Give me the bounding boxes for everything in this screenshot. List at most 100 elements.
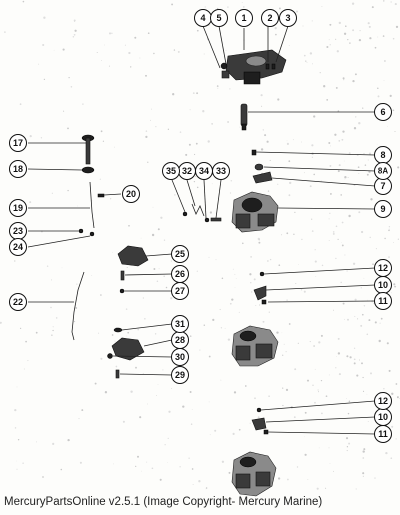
speckle-dot (220, 327, 223, 329)
speckle-dot (337, 238, 339, 240)
speckle-dot (100, 130, 103, 133)
speckle-dot (257, 237, 260, 241)
speckle-dot (152, 206, 154, 208)
carburetor-body-bottom (231, 451, 277, 497)
speckle-dot (328, 142, 331, 144)
speckle-dot (318, 447, 320, 449)
speckle-dot (338, 140, 341, 142)
callout-8-text: 8 (380, 150, 385, 160)
speckle-dot (130, 66, 132, 68)
speckle-dot (303, 172, 305, 174)
speckle-dot (347, 412, 350, 415)
part-11-lower (263, 429, 269, 435)
speckle-dot (343, 32, 347, 35)
speckle-dot (78, 418, 80, 420)
speckle-dot (250, 256, 252, 258)
speckle-dot (323, 85, 326, 88)
speckle-dot (388, 369, 391, 372)
speckle-dot (300, 289, 303, 291)
speckle-dot (374, 477, 376, 479)
speckle-dot (229, 192, 232, 194)
speckle-dot (171, 3, 174, 6)
part-25-cover (117, 245, 149, 267)
speckle-dot (166, 462, 168, 463)
speckle-dot (259, 304, 261, 306)
speckle-dot (134, 36, 137, 39)
speckle-dot (370, 372, 372, 375)
speckle-dot (318, 341, 321, 344)
speckle-dot (363, 448, 366, 451)
speckle-dot (51, 192, 53, 194)
speckle-dot (394, 285, 397, 288)
callout-11-lower: 11 (374, 425, 392, 443)
speckle-dot (352, 262, 356, 265)
speckle-dot (341, 244, 344, 247)
part-31-gasket (113, 327, 123, 333)
speckle-dot (217, 87, 219, 89)
speckle-dot (188, 143, 191, 146)
speckle-dot (164, 444, 166, 446)
callout-9-text: 9 (380, 204, 385, 214)
speckle-dot (196, 92, 199, 95)
speckle-dot (208, 355, 211, 358)
speckle-dot (348, 400, 351, 403)
speckle-dot (151, 233, 155, 237)
speckle-dot (171, 388, 173, 389)
speckle-dot (366, 333, 369, 336)
speckle-dot (126, 267, 128, 268)
part-8a-washer (254, 163, 264, 171)
speckle-dot (128, 224, 130, 227)
speckle-dot (320, 334, 323, 337)
speckle-dot (341, 242, 342, 243)
speckle-dot (111, 32, 113, 34)
part-32-spring (191, 203, 205, 217)
speckle-dot (326, 99, 329, 101)
speckle-dot (23, 368, 25, 370)
speckle-dot (277, 98, 280, 101)
speckle-dot (318, 391, 319, 393)
callout-12-lower: 12 (374, 392, 392, 410)
speckle-dot (35, 441, 37, 443)
speckle-dot (317, 389, 319, 391)
speckle-dot (157, 228, 160, 231)
speckle-dot (156, 280, 159, 283)
speckle-dot (127, 331, 130, 334)
speckle-dot (167, 437, 169, 439)
speckle-dot (301, 238, 303, 241)
speckle-dot (361, 313, 364, 316)
speckle-dot (19, 327, 22, 330)
speckle-dot (67, 127, 69, 130)
speckle-dot (328, 39, 330, 41)
speckle-dot (229, 88, 231, 90)
speckle-dot (393, 242, 394, 244)
speckle-dot (190, 423, 193, 425)
speckle-dot (63, 110, 65, 112)
speckle-dot (329, 192, 332, 195)
speckle-dot (382, 35, 385, 37)
part-24-clip (89, 231, 95, 237)
speckle-dot (73, 19, 76, 22)
speckle-dot (137, 328, 140, 331)
speckle-dot (224, 327, 226, 329)
speckle-dot (366, 173, 369, 176)
speckle-dot (195, 142, 198, 145)
callout-24-text: 24 (13, 242, 23, 252)
speckle-dot (211, 123, 213, 125)
speckle-dot (74, 21, 76, 22)
speckle-dot (229, 302, 232, 305)
callout-33-text: 33 (216, 166, 226, 176)
callout-23-text: 23 (13, 226, 23, 236)
speckle-dot (114, 146, 115, 148)
callout-11-lower-text: 11 (378, 429, 388, 439)
speckle-dot (329, 164, 332, 167)
speckle-dot (108, 32, 112, 35)
speckle-dot (72, 36, 75, 38)
speckle-dot (96, 52, 98, 53)
speckle-dot (50, 306, 52, 309)
callout-25: 25 (171, 245, 189, 263)
speckle-dot (249, 273, 252, 276)
callout-3: 3 (279, 9, 297, 27)
speckle-dot (388, 228, 390, 230)
speckle-dot (397, 166, 400, 169)
